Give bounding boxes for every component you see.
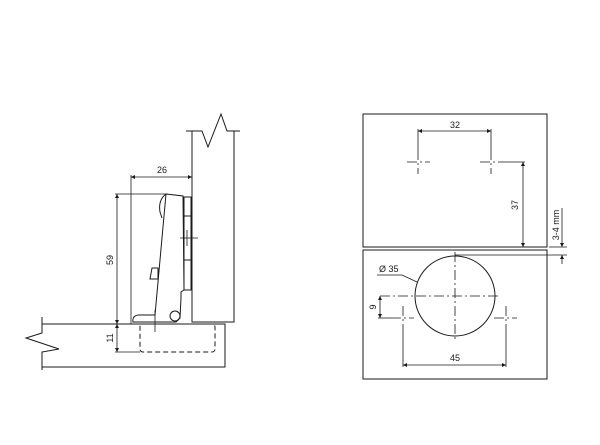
dimension-height: 59 — [105, 193, 168, 324]
cup-recess — [139, 323, 216, 353]
cabinet-panel — [362, 113, 548, 248]
dimension-cup-offset: 9 — [368, 296, 391, 319]
door-panel — [24, 317, 226, 370]
dowel-hole-marks — [391, 306, 517, 330]
door-panel-front — [362, 249, 548, 380]
hinge-body — [132, 193, 198, 332]
dim-gap-label: 3-4 mm — [551, 210, 561, 241]
dimension-width: 26 — [130, 165, 192, 324]
dimension-dowel-spacing: 45 — [402, 330, 507, 367]
dim-screw-spacing-label: 32 — [450, 120, 460, 130]
cup-center-lines — [380, 252, 500, 340]
dim-cup-offset-label: 9 — [368, 304, 378, 309]
dimension-cup-diameter: Ø 35 — [377, 264, 418, 283]
dimension-gap: 3-4 mm — [455, 208, 567, 264]
drilling-view: 32 37 3-4 mm Ø 35 9 45 — [362, 113, 567, 380]
dim-dowel-spacing-label: 45 — [450, 353, 460, 363]
cabinet-side-panel — [186, 112, 240, 323]
dim-cup-diameter-label: Ø 35 — [379, 264, 399, 274]
dim-cup-depth-label: 11 — [105, 333, 115, 342]
side-view: 26 59 11 — [24, 112, 240, 370]
dim-width-label: 26 — [157, 165, 167, 175]
screw-hole-marks — [407, 150, 503, 174]
dim-screw-offset-label: 37 — [510, 200, 520, 210]
dimension-screw-spacing: 32 — [417, 120, 492, 150]
dimension-cup-depth: 11 — [105, 324, 140, 353]
center-mark — [154, 230, 198, 332]
dim-height-label: 59 — [105, 255, 115, 265]
dimension-screw-offset: 37 — [503, 161, 525, 247]
